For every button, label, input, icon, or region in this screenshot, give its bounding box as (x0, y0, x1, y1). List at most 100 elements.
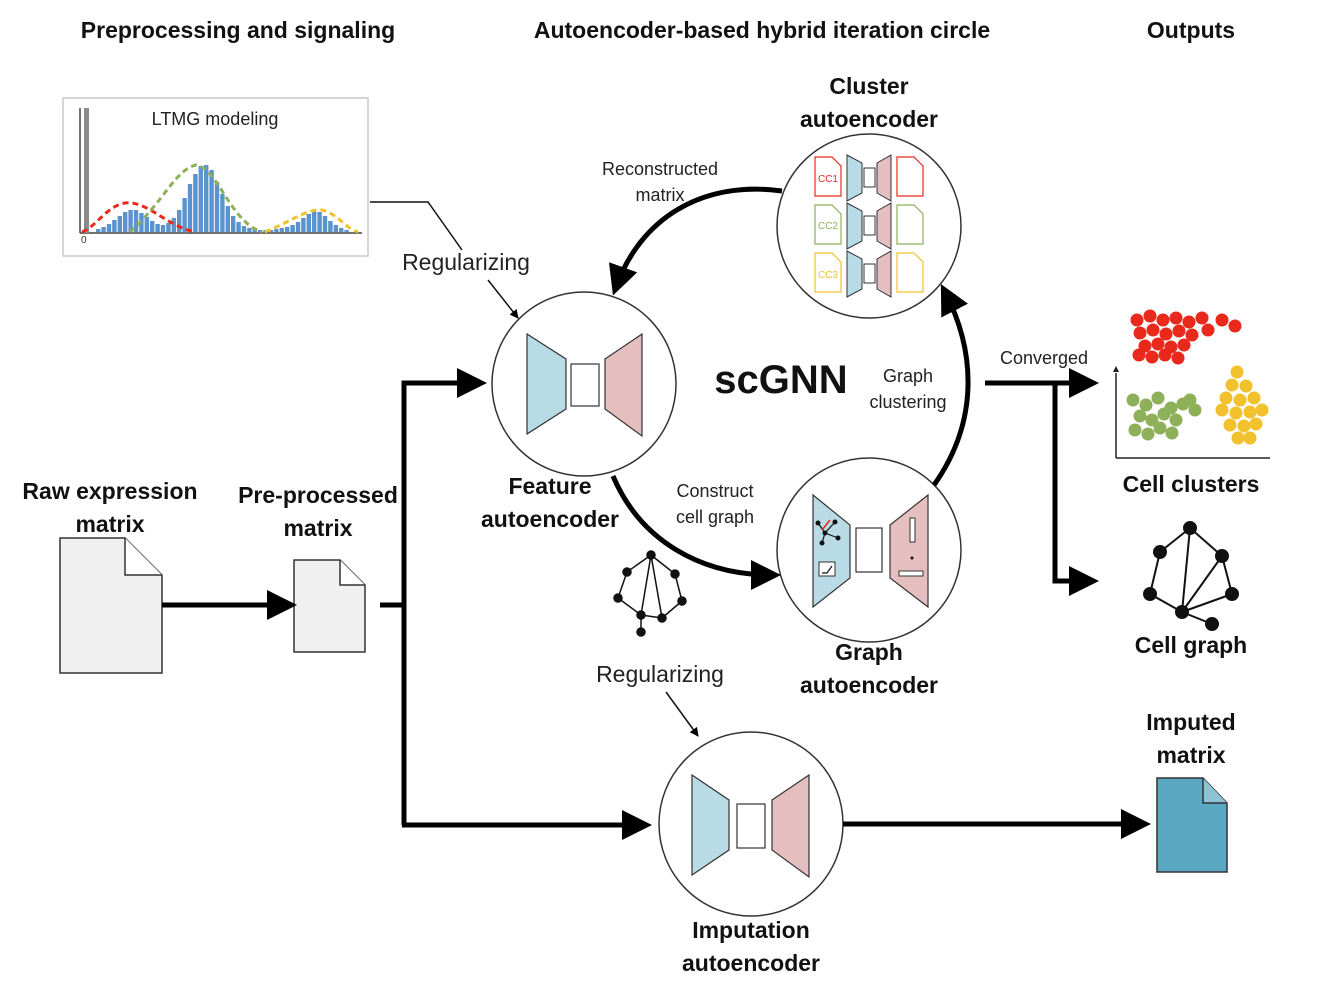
ltmg-bar (285, 227, 290, 232)
ltmg-bar (198, 166, 203, 232)
ltmg-bar (301, 218, 306, 232)
cluster-dot (1177, 338, 1191, 352)
regularizing-graph-icon (613, 550, 687, 637)
feature-decoder-icon (604, 332, 643, 438)
cluster-dot (1182, 315, 1196, 329)
cluster-dot (1215, 313, 1229, 327)
raw-matrix-doc-icon (59, 537, 163, 674)
cluster-dot (1139, 398, 1153, 412)
cluster-dot (1133, 326, 1147, 340)
ltmg-bar (344, 230, 349, 232)
ltmg-bar (117, 216, 122, 232)
ltmg-bar (133, 210, 139, 232)
cluster-dot (1141, 427, 1155, 441)
feature-label-1: Feature (508, 473, 591, 499)
ltmg-bar (328, 221, 333, 232)
ltmg-bar (295, 222, 301, 232)
cluster-dot (1169, 413, 1183, 427)
graph-decoder-icon (889, 493, 929, 609)
cluster-dot (1156, 313, 1170, 327)
cluster-dot (1239, 379, 1253, 393)
cluster-dot (1201, 323, 1215, 337)
cc2-tag: CC2 (818, 221, 838, 232)
ltmg-bar (258, 230, 263, 232)
feature-encoder-icon (526, 332, 567, 436)
to-cellgraph-arrow (1052, 381, 1100, 596)
cluster-dot (1233, 393, 1247, 407)
cluster-dot (1225, 378, 1239, 392)
ltmg-bar (150, 221, 155, 232)
preprocessed-matrix-doc-icon (293, 559, 366, 653)
imputed-label-1: Imputed (1146, 709, 1235, 735)
ltmg-bar (209, 170, 214, 232)
cluster-dot (1247, 391, 1261, 405)
regularizing-bottom-label: Regularizing (596, 661, 724, 687)
cluster-dot (1172, 324, 1186, 338)
cluster-dot (1143, 309, 1157, 323)
cluster-dot (1165, 426, 1179, 440)
ltmg-bar (96, 229, 101, 232)
header-iteration: Autoencoder-based hybrid iteration circl… (534, 17, 990, 43)
green-cluster-dots (1126, 391, 1202, 441)
cluster-dot (1243, 405, 1257, 419)
cc2-doc-icon (814, 204, 842, 245)
ltmg-bar (220, 194, 225, 232)
ltmg-bar (204, 165, 209, 232)
ltmg-bar (225, 206, 230, 232)
graph-clustering-label-2: clustering (869, 392, 946, 412)
cluster-dot (1128, 423, 1142, 437)
ltmg-bar (155, 224, 160, 232)
cell-graph-label: Cell graph (1135, 632, 1247, 658)
imputation-label-2: autoencoder (682, 950, 820, 976)
cluster-dot (1243, 431, 1257, 445)
graph-label-2: autoencoder (800, 672, 938, 698)
yellow-cluster-dots (1215, 365, 1269, 445)
cluster-dot (1159, 327, 1173, 341)
graph-encoder-icon (812, 493, 851, 609)
ltmg-bar (317, 212, 322, 232)
ltmg-bar (274, 229, 279, 232)
ltmg-bar (339, 228, 344, 232)
ltmg-bar (322, 216, 328, 232)
graph-latent-icon (855, 527, 883, 573)
construct-graph-arrow (610, 475, 781, 590)
imputed-label-2: matrix (1156, 742, 1225, 768)
cluster-dot (1230, 365, 1244, 379)
ltmg-bar (101, 227, 106, 232)
graph-autoencoder-node (776, 457, 962, 643)
cluster-dot (1215, 403, 1229, 417)
converged-label: Converged (1000, 348, 1088, 368)
ltmg-bar (128, 210, 133, 232)
cluster-autoencoder-node: CC1 CC2 CC3 (776, 133, 962, 319)
red-cluster-dots (1130, 309, 1242, 365)
construct-label-2: cell graph (676, 507, 754, 527)
graph-clustering-label-1: Graph (883, 366, 933, 386)
ltmg-bar (182, 198, 187, 232)
cluster-dot (1255, 403, 1269, 417)
cluster-dot (1145, 350, 1159, 364)
cluster-dot (1158, 348, 1172, 362)
ltmg-bar (106, 224, 112, 232)
ltmg-bar (144, 217, 149, 232)
ltmg-bar (236, 222, 241, 232)
cluster-dot (1132, 348, 1146, 362)
regularizing-top-arrow (487, 279, 519, 319)
header-preprocessing: Preprocessing and signaling (81, 17, 395, 43)
cluster-dot (1171, 351, 1185, 365)
ltmg-bar (231, 216, 236, 232)
cluster-dot (1151, 391, 1165, 405)
cluster-dot (1151, 337, 1165, 351)
preprocessed-label-2: matrix (283, 515, 352, 541)
cluster-dot (1223, 418, 1237, 432)
cc3-tag: CC3 (818, 270, 838, 281)
regularizing-top-label: Regularizing (402, 249, 530, 275)
ltmg-bar (193, 174, 198, 232)
ltmg-bar (247, 228, 252, 232)
header-outputs: Outputs (1147, 17, 1235, 43)
cluster-dot (1185, 328, 1199, 342)
cluster-dot (1153, 421, 1167, 435)
cc3-doc-icon (814, 252, 842, 293)
cell-clusters-plot (1113, 309, 1270, 459)
graph-clustering-arrow (931, 284, 971, 487)
